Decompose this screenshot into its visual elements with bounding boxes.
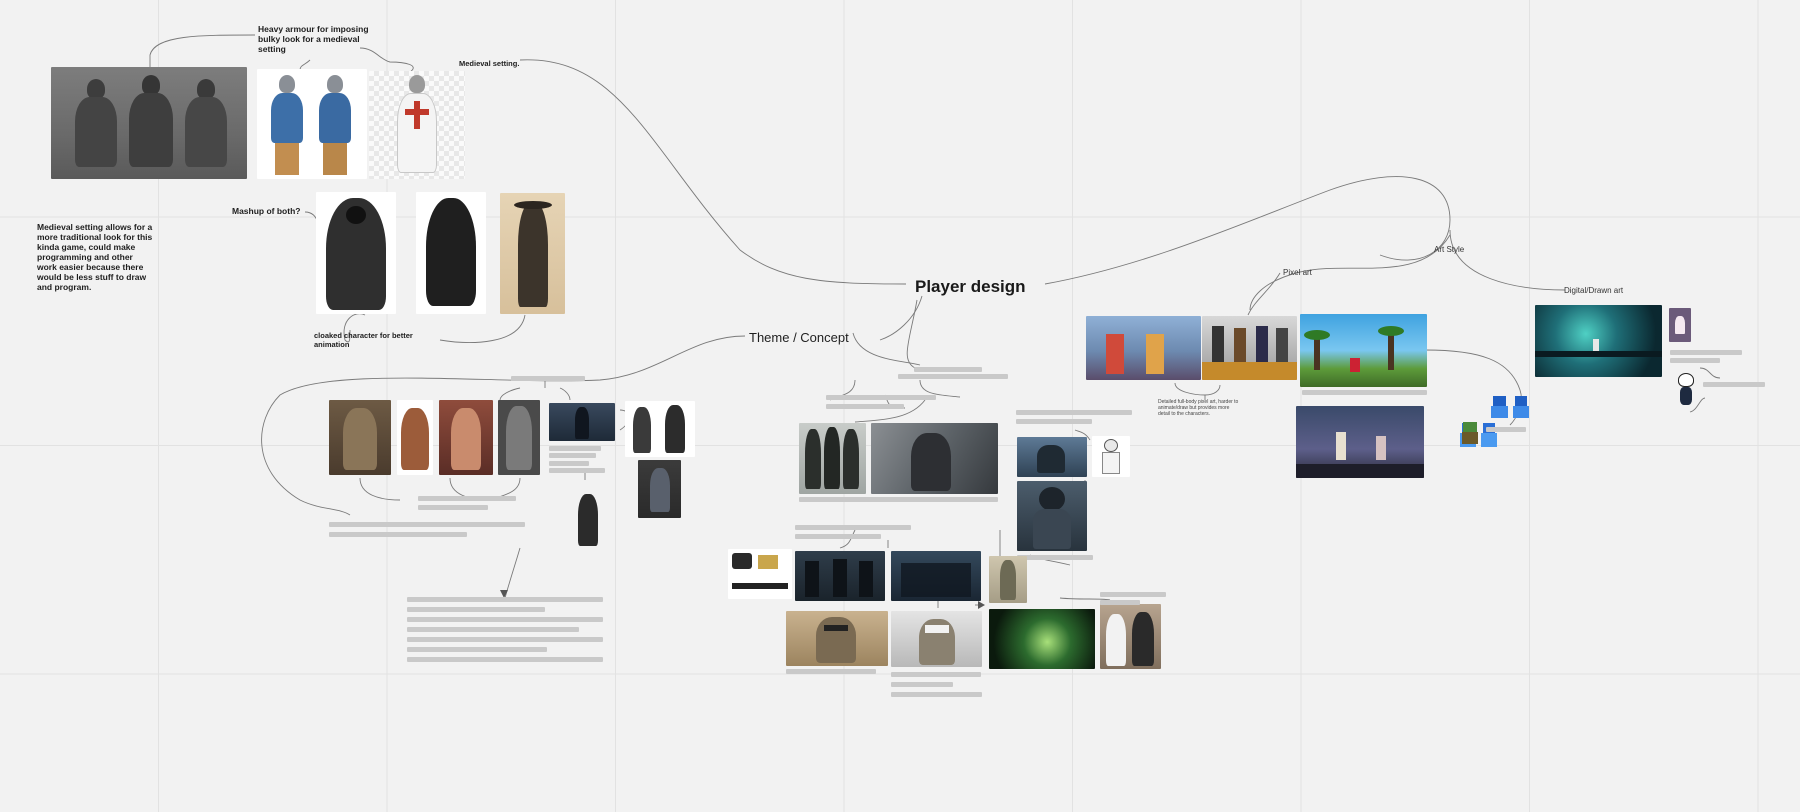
knight-figure xyxy=(181,77,231,169)
pixel-stage-screenshot[interactable] xyxy=(1296,406,1424,478)
player-design-title[interactable]: Player design xyxy=(915,277,1026,296)
placeholder-text xyxy=(418,505,488,510)
knight-figure xyxy=(267,75,307,175)
megaman-spacer xyxy=(1462,396,1478,412)
crusader-knight-image[interactable] xyxy=(369,71,465,179)
placeholder-text xyxy=(795,525,911,530)
armoured-soldiers-image[interactable] xyxy=(795,551,885,601)
placeholder-text xyxy=(826,395,936,400)
character-card-image[interactable] xyxy=(1669,308,1691,342)
placeholder-text xyxy=(826,404,904,409)
knight-figure xyxy=(391,75,443,175)
cloaked-note[interactable]: cloaked character for better animation xyxy=(314,331,413,349)
placeholder-text xyxy=(1100,592,1166,597)
placeholder-text xyxy=(407,657,603,662)
megaman-spacer xyxy=(1462,396,1463,397)
heavy-armour-note[interactable]: Heavy armour for imposing bulky look for… xyxy=(258,24,369,54)
medieval-reason-note[interactable]: Medieval setting allows for a more tradi… xyxy=(37,222,153,292)
night-vision-image[interactable] xyxy=(989,609,1095,669)
placeholder-text xyxy=(1302,390,1427,395)
plague-doctor-image[interactable] xyxy=(570,490,606,550)
hooded-figure-image[interactable] xyxy=(316,192,396,314)
placeholder-text xyxy=(329,522,525,527)
stormtrooper-image[interactable] xyxy=(1092,436,1130,477)
odst-squad-image[interactable] xyxy=(1017,437,1087,477)
placeholder-text xyxy=(1703,382,1765,387)
placeholder-text xyxy=(1486,427,1526,432)
vr-soldier-image[interactable] xyxy=(891,611,982,667)
placeholder-text xyxy=(891,692,982,697)
placeholder-text xyxy=(407,597,603,602)
placeholder-text xyxy=(549,446,601,451)
fantasy-armour-image[interactable] xyxy=(329,400,391,475)
mashup-label[interactable]: Mashup of both? xyxy=(232,206,301,216)
placeholder-text xyxy=(549,453,596,458)
goblin-sprite[interactable] xyxy=(1459,420,1481,444)
theme-concept-label[interactable]: Theme / Concept xyxy=(749,330,849,345)
hollow-knight-sprite[interactable] xyxy=(1674,373,1698,407)
metal-slug-screenshot[interactable] xyxy=(1300,314,1427,387)
hollow-knight-screenshot[interactable] xyxy=(1535,305,1662,377)
placeholder-text xyxy=(549,468,605,473)
bloodborne-image[interactable] xyxy=(549,403,615,441)
art-style-label[interactable]: Art Style xyxy=(1434,245,1465,254)
placeholder-text xyxy=(786,669,876,674)
black-cloak-figure-image[interactable] xyxy=(416,192,486,314)
placeholder-text xyxy=(1100,600,1140,605)
dark-armour-image[interactable] xyxy=(498,400,540,475)
placeholder-text xyxy=(1016,410,1132,415)
pixel-art-label[interactable]: Pixel art xyxy=(1283,268,1312,277)
placeholder-text xyxy=(799,497,998,502)
hunters-pair-image[interactable] xyxy=(625,401,695,457)
placeholder-text xyxy=(1670,358,1720,363)
placeholder-text xyxy=(511,376,585,381)
desert-soldier-image[interactable] xyxy=(786,611,888,666)
long-coat-hunter-image[interactable] xyxy=(500,193,565,314)
placeholder-text xyxy=(407,637,603,642)
suited-men-image[interactable] xyxy=(1100,604,1161,669)
placeholder-text xyxy=(1016,419,1092,424)
placeholder-text xyxy=(1670,350,1742,355)
squad-image[interactable] xyxy=(891,551,981,601)
knight-figure xyxy=(315,75,355,175)
soldier-standing-image[interactable] xyxy=(989,556,1027,603)
placeholder-text xyxy=(795,534,881,539)
placeholder-text xyxy=(329,532,467,537)
knight-figure xyxy=(126,73,176,169)
blue-tabard-knights-image[interactable] xyxy=(257,69,367,179)
red-warrior-image[interactable] xyxy=(439,400,493,475)
digital-art-label[interactable]: Digital/Drawn art xyxy=(1564,286,1624,295)
pixel-art-note[interactable]: Detailed full-body pixel art, harder to … xyxy=(1158,399,1239,417)
seated-figure-image[interactable] xyxy=(638,460,681,518)
placeholder-text xyxy=(418,496,516,501)
sprite-lineup-image[interactable] xyxy=(1202,316,1297,380)
placeholder-text xyxy=(1017,555,1093,560)
gear-equipment-image[interactable] xyxy=(728,549,792,599)
megaman-sprite[interactable] xyxy=(1511,396,1531,418)
placeholder-text xyxy=(891,672,981,677)
knight-figure xyxy=(71,77,121,169)
soldier-trio-image[interactable] xyxy=(799,423,866,494)
placeholder-text xyxy=(898,374,1008,379)
placeholder-text xyxy=(407,647,547,652)
megaman-sprite[interactable] xyxy=(1489,396,1509,418)
placeholder-text xyxy=(407,617,603,622)
placeholder-text xyxy=(549,461,589,466)
placeholder-text xyxy=(914,367,982,372)
medieval-setting-label[interactable]: Medieval setting. xyxy=(459,59,520,68)
metal-gear-image[interactable] xyxy=(871,423,998,494)
dwarf-armour-image[interactable] xyxy=(397,400,433,475)
placeholder-text xyxy=(407,607,545,612)
placeholder-text xyxy=(891,682,953,687)
placeholder-text xyxy=(407,627,579,632)
fighting-game-screenshot[interactable] xyxy=(1086,316,1201,380)
halo-odst-image[interactable] xyxy=(1017,481,1087,551)
armoured-knights-group-image[interactable] xyxy=(51,67,247,179)
